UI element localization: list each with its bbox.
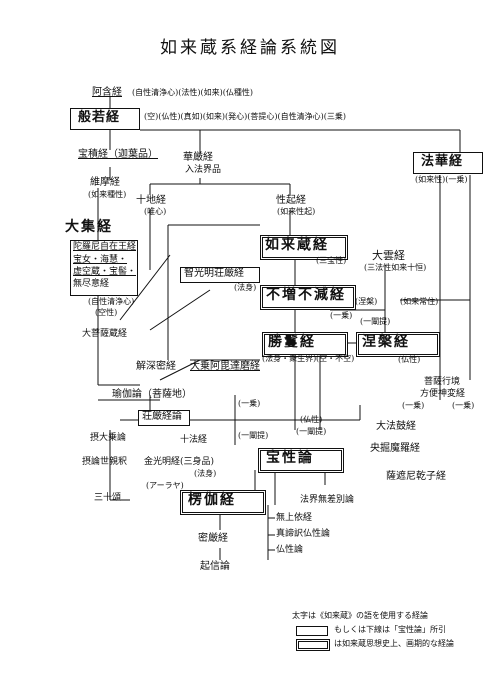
node-ryoga — [180, 490, 266, 515]
shoman-note: (法身・衆生界) — [262, 354, 317, 363]
yuima-note: (如来種性) — [88, 190, 127, 199]
ichi2-note: (一闡提) — [238, 431, 269, 440]
legend-line2: もしくは下線は「宝性論」所引 — [334, 625, 446, 634]
node-daihoku: 大法鼓経 — [376, 421, 416, 432]
node-yugaron: 瑜伽論（菩薩地） — [112, 389, 192, 400]
legend-line1: 太字は《如来蔵》の語を使用する経論 — [292, 611, 428, 620]
node-hobenshin: 方便神変経 — [420, 389, 466, 399]
node-hokkaimu: 法界無差別論 — [300, 495, 355, 505]
chiko-note: (法身) — [234, 283, 257, 292]
shoki-note: (如来性起) — [277, 207, 316, 216]
hannya-note: (空)(仏性)(真如)(如来)(発心)(菩提心)(自性清浄心)(三乗) — [144, 112, 346, 121]
kegon-sub: 入法界品 — [185, 165, 222, 175]
node-shoki: 性起経 — [276, 195, 306, 206]
hoshoron-note2: (一闡提) — [296, 427, 327, 436]
node-daiun: 大雲経 — [372, 249, 405, 262]
node-chiko — [180, 267, 260, 283]
node-satsha: 薩遮尼乾子経 — [386, 471, 446, 482]
node-shodaijoron: 摂大乗論 — [90, 433, 127, 443]
node-jujikyo: 十地経 — [136, 195, 166, 206]
dj-list3: 無尽意経 — [73, 279, 110, 289]
node-shoron — [138, 410, 190, 426]
fourfold-note: (涅槃) — [355, 297, 378, 306]
legend-swatch-double — [296, 639, 330, 651]
node-kegon: 華厳経 — [183, 152, 213, 163]
nehan-note: (如来常住) — [400, 297, 439, 306]
hoke-note: (如来性)(一乗) — [415, 175, 468, 184]
nehan-note3: (一闡提) — [360, 317, 391, 326]
dj-list2: 虚空蔵・宝髻・ — [73, 267, 137, 277]
shoman-label: 勝鬘経 — [268, 334, 316, 350]
nyoraizo-label: 如来蔵経 — [265, 237, 329, 253]
shoron-label: 荘厳経論 — [142, 411, 182, 422]
shoman-note2: (空・不空) — [316, 354, 355, 363]
node-daranikyo: 陀羅尼自在王経 — [73, 242, 137, 252]
ichijo-note: (一乗) — [402, 401, 425, 410]
node-hokekyo — [413, 152, 483, 174]
hoshoron-note1: (仏性) — [300, 415, 323, 424]
legend-line3: は如来蔵思想史上、画期的な経論 — [334, 639, 454, 648]
node-daibosatsuzo: 大菩薩蔵経 — [82, 329, 128, 339]
ryoga-label: 楞伽経 — [188, 492, 236, 508]
hokekyo-label: 法華経 — [421, 154, 464, 169]
node-mitsugon: 密厳経 — [198, 533, 228, 544]
dj-note2: (空性) — [95, 308, 118, 317]
node-kishin: 起信論 — [200, 561, 230, 572]
node-hannya — [70, 108, 140, 130]
node-fuzo — [260, 285, 356, 310]
node-ouku: 央掘魔羅経 — [370, 443, 420, 454]
ichijo-note3: (一乗) — [330, 311, 353, 320]
node-shoman — [262, 332, 348, 357]
node-daijoshi: 大乗阿毘達磨経 — [190, 361, 260, 372]
ichijo-note4: (一乗) — [238, 399, 261, 408]
node-jujuron: 十法経 — [180, 435, 208, 445]
node-nyoraizo — [260, 235, 348, 260]
legend: 太字は《如来蔵》の語を使用する経論 もしくは下線は「宝性論」所引 は如来蔵思想史… — [292, 612, 492, 662]
node-yuima: 維摩経 — [90, 177, 120, 188]
node-daijikkyo: 大集経 — [65, 219, 113, 235]
hosshin-note: (法身) — [194, 469, 217, 478]
page-title: 如来蔵系経論系統図 — [160, 38, 340, 58]
fuzo-label: 不増不減経 — [266, 287, 346, 303]
node-nehan — [356, 332, 440, 357]
dj-list1: 宝女・海慧・ — [73, 255, 128, 265]
node-hoshoron — [258, 448, 344, 473]
chiko-label: 智光明荘厳経 — [184, 268, 244, 279]
daiun-note: (三法性如来十恒) — [364, 263, 427, 272]
hannya-label: 般若経 — [78, 110, 121, 125]
dj-note1: (自性清浄心) — [88, 297, 135, 306]
juji-note: (唯心) — [144, 207, 167, 216]
hoshoron-label: 宝性論 — [266, 450, 314, 466]
nehan-label: 涅槃経 — [362, 334, 410, 350]
node-mujo: 無上依経 — [276, 513, 313, 523]
ichijo-note5: (一乗) — [452, 401, 475, 410]
node-sanjuju: 三十頌 — [94, 493, 122, 503]
agon-note: (自性清浄心)(法性)(如来)(仏種性) — [132, 88, 253, 97]
node-shinjitsu: 真諦訳仏性論 — [276, 529, 331, 539]
legend-swatch-underline — [296, 626, 328, 636]
dj-box — [70, 240, 138, 296]
aray-note: (アーラヤ) — [146, 481, 184, 490]
nehan-note2: (仏性) — [398, 355, 421, 364]
node-gejinmitsu: 解深密経 — [136, 361, 176, 372]
node-konkomyo: 金光明経(三身品) — [144, 457, 215, 467]
node-bussho: 仏性論 — [276, 545, 304, 555]
node-agonkyo: 阿含経 — [92, 87, 122, 98]
nyoraizo-note: (三宝性) — [316, 256, 347, 265]
node-bosatsugyo: 菩薩行境 — [424, 377, 461, 387]
node-shoron2: 摂論世親釈 — [82, 457, 128, 467]
node-hoshakkyo: 宝積経（迦葉品） — [78, 149, 158, 160]
